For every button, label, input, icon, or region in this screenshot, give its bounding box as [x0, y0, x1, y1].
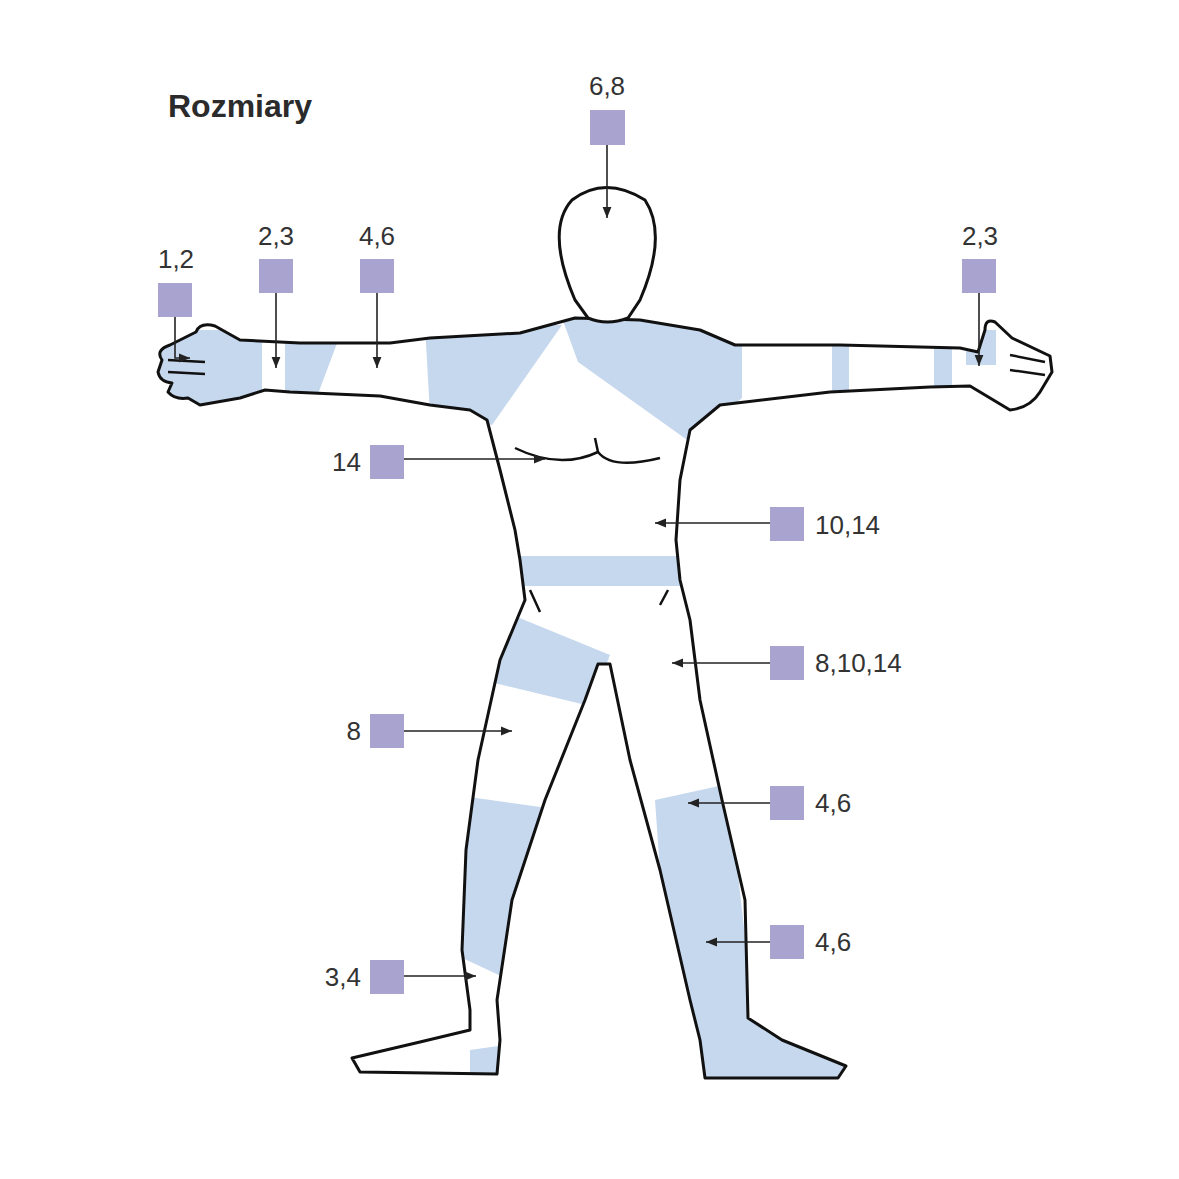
callout-number: 4,6	[815, 929, 851, 955]
callout-square	[962, 259, 996, 293]
callout-number: 14	[332, 449, 361, 475]
callout-number: 8	[347, 718, 361, 744]
leader-arrow	[655, 522, 770, 524]
callout-square	[770, 786, 804, 820]
body-outline	[158, 318, 1052, 1078]
chest-line	[515, 448, 660, 463]
leader-arrow	[606, 145, 608, 218]
sternum-line	[595, 438, 598, 452]
leader-arrow	[404, 730, 512, 732]
leader-arrow	[404, 458, 545, 460]
callout-squares	[158, 110, 996, 994]
callout-number: 1,2	[158, 246, 194, 272]
callout-square	[770, 646, 804, 680]
shoulder-bandage	[425, 325, 562, 425]
callout-square	[370, 714, 404, 748]
hip-line	[530, 590, 540, 612]
leader-arrows	[175, 145, 979, 976]
callout-square	[370, 445, 404, 479]
callout-number: 8,10,14	[815, 650, 902, 676]
callout-number: 2,3	[962, 223, 998, 249]
hip-line	[660, 590, 668, 605]
wrist-bandage	[934, 330, 952, 400]
finger-lines	[1010, 355, 1045, 375]
callout-number: 3,4	[325, 964, 361, 990]
callout-square	[360, 259, 394, 293]
callout-number: 10,14	[815, 512, 880, 538]
leg-bandage	[655, 784, 870, 1085]
thigh-bandage	[490, 612, 610, 706]
diagram-title: Rozmiary	[168, 90, 312, 122]
callout-square	[158, 283, 192, 317]
callout-square	[259, 259, 293, 293]
waist-bandage	[500, 556, 700, 586]
callout-square	[590, 110, 625, 145]
callout-square	[370, 960, 404, 994]
leader-arrow	[404, 975, 476, 977]
hand-bandage	[150, 330, 262, 420]
callout-square	[770, 507, 804, 541]
knee-bandage	[450, 795, 562, 978]
leader-arrow	[706, 941, 770, 943]
callout-number: 6,8	[589, 73, 625, 99]
leader-arrow	[978, 293, 980, 366]
bandage-regions	[150, 318, 996, 1085]
leader-arrow	[175, 317, 190, 358]
callout-number: 4,6	[815, 790, 851, 816]
leader-arrow	[688, 802, 770, 804]
leader-arrow	[376, 293, 378, 368]
leader-arrow	[275, 293, 277, 368]
body-details	[168, 355, 1045, 612]
arm-bandage	[832, 330, 849, 400]
finger-lines	[168, 360, 205, 374]
callout-number: 2,3	[258, 223, 294, 249]
callout-number: 4,6	[359, 223, 395, 249]
callout-square	[770, 925, 804, 959]
leader-arrow	[672, 662, 770, 664]
